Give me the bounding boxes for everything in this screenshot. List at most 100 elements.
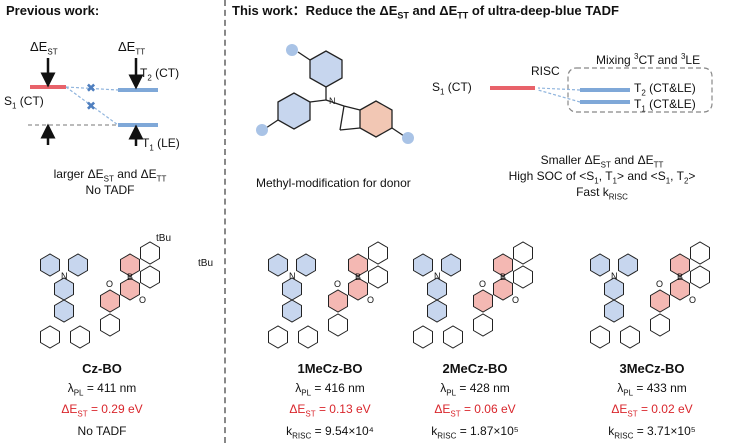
- methyl-dot-2: [256, 124, 268, 136]
- acceptor-ring: [690, 265, 710, 289]
- acceptor-ring: [650, 313, 670, 337]
- donor-ring: [54, 277, 74, 301]
- right-t1-label: T1 (CT&LE): [634, 97, 696, 114]
- donor-ring: [618, 253, 638, 277]
- atom-o-label: O: [479, 279, 486, 289]
- lambda-pl-value: λPL = 428 nm: [440, 381, 510, 398]
- lambda-pl-value: λPL = 433 nm: [617, 381, 687, 398]
- risc-arrow-t2: [537, 87, 581, 91]
- donor-ring: [604, 299, 624, 323]
- this-work-header: This work：Reduce the ΔEST and ΔETT of ul…: [232, 3, 619, 21]
- donor-ring: [68, 253, 88, 277]
- donor-ring: [427, 277, 447, 301]
- acceptor-ring: [100, 313, 120, 337]
- left-s1-label: S1 (CT): [4, 94, 44, 111]
- no-tadf-label: No TADF: [77, 423, 127, 438]
- atom-b-label: B: [127, 272, 133, 282]
- delta-est-value: ΔEST = 0.29 eV: [61, 402, 143, 419]
- molecule-name: 1MeCz-BO: [297, 361, 363, 376]
- acceptor-ring: [120, 277, 140, 301]
- atom-n-label: N: [289, 271, 296, 281]
- left-delta-est-label: ΔEST: [30, 39, 58, 57]
- summary-line3: Fast kRISC: [576, 185, 628, 202]
- acceptor-ring: [120, 253, 140, 277]
- substituent-tbu-1: tBu: [156, 233, 172, 244]
- acceptor-ring: [328, 313, 348, 337]
- risc-arrow-t1: [537, 89, 581, 103]
- atom-b-label: B: [355, 272, 361, 282]
- fluorene-ring: [268, 325, 288, 349]
- fluorene-ring: [443, 325, 463, 349]
- left-delta-ett-label: ΔETT: [118, 39, 146, 57]
- donor-atom-n: N: [329, 96, 336, 106]
- atom-o-label: O: [334, 279, 341, 289]
- fluorene-ring: [298, 325, 318, 349]
- atom-o-label: O: [106, 279, 113, 289]
- atom-o-label: O: [139, 295, 146, 305]
- delta-est-value: ΔEST = 0.13 eV: [289, 402, 371, 419]
- donor-ring: [590, 253, 610, 277]
- summary-line1: Smaller ΔEST and ΔETT: [540, 153, 664, 170]
- atom-n-label: N: [611, 271, 618, 281]
- left-s1-to-t1-dashed: [65, 86, 119, 126]
- summary-line2: High SOC of <S1, T1> and <S1, T2>: [508, 169, 696, 186]
- acceptor-ring: [513, 265, 533, 289]
- substituent-tbu-2: tBu: [198, 258, 214, 269]
- section-divider: [224, 0, 226, 443]
- left-t2-label: T2 (CT): [140, 66, 180, 83]
- left-caption-line2: No TADF: [85, 183, 135, 197]
- donor-ring: [604, 277, 624, 301]
- molecule-name: Cz-BO: [82, 361, 122, 376]
- fluorene-ring: [413, 325, 433, 349]
- acceptor-ring: [368, 241, 388, 265]
- atom-o-label: O: [367, 295, 374, 305]
- acceptor-ring: [348, 277, 368, 301]
- donor-ring: [296, 253, 316, 277]
- donor-ring: [441, 253, 461, 277]
- acceptor-ring: [473, 313, 493, 337]
- molecule-label-block: 1MeCz-BO λPL = 416 nm ΔEST = 0.13 eV kRISC …: [260, 360, 400, 443]
- atom-b-label: B: [677, 272, 683, 282]
- donor-ring: [54, 299, 74, 323]
- atom-o-label: O: [656, 279, 663, 289]
- acceptor-ring: [140, 241, 160, 265]
- acceptor-ring: [670, 277, 690, 301]
- acceptor-ring: [368, 265, 388, 289]
- acceptor-ring: [348, 253, 368, 277]
- fluorene-ring: [40, 325, 60, 349]
- acceptor-ring: [493, 277, 513, 301]
- left-s1-to-t2-dashed: [65, 86, 119, 91]
- krisc-value: kRISC = 3.71×10⁵: [608, 423, 696, 441]
- krisc-value: kRISC = 1.87×10⁵: [431, 423, 519, 441]
- acceptor-ring: [690, 241, 710, 265]
- fluorene-ring: [590, 325, 610, 349]
- delta-est-value: ΔEST = 0.02 eV: [611, 402, 693, 419]
- acceptor-ring: [140, 265, 160, 289]
- atom-o-label: O: [689, 295, 696, 305]
- acceptor-ring: [513, 241, 533, 265]
- krisc-value: kRISC = 9.54×10⁴: [286, 423, 374, 441]
- donor-caption: Methyl-modification for donor: [256, 176, 411, 190]
- donor-ring: [413, 253, 433, 277]
- blocked-cross-1: ✖: [86, 81, 96, 95]
- acceptor-ring: [328, 289, 348, 313]
- mixing-label: Mixing 3CT and 3LE: [596, 52, 701, 67]
- methyl-dot-1: [286, 44, 298, 56]
- left-t1-label: T1 (LE): [142, 136, 180, 153]
- acceptor-ring: [100, 289, 120, 313]
- methyl-dot-3: [402, 132, 414, 144]
- atom-n-label: N: [434, 271, 441, 281]
- mixing-box: [567, 67, 713, 113]
- donor-ring: [282, 277, 302, 301]
- lambda-pl-value: λPL = 416 nm: [295, 381, 365, 398]
- delta-est-value: ΔEST = 0.06 eV: [434, 402, 516, 419]
- left-caption-line1: larger ΔEST and ΔETT: [53, 167, 167, 184]
- left-energy-diagram: ✖ ✖: [28, 58, 158, 146]
- donor-structure: [265, 50, 405, 138]
